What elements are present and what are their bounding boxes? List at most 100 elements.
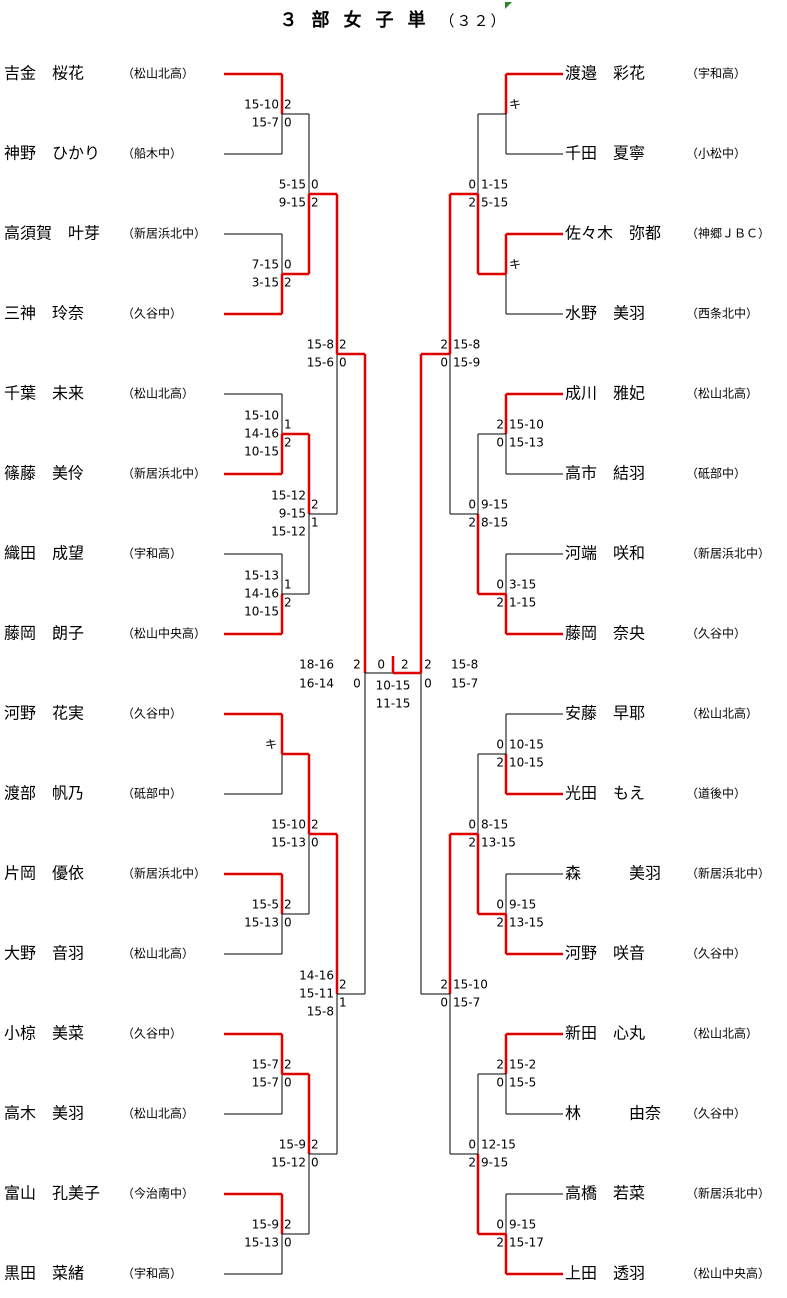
game-score: 15-7 [252,116,279,130]
player-team: （宇和高） [122,546,182,561]
player-name: 渡邉 彩花 [565,64,645,83]
game-score: 14-16 [244,427,279,441]
player-team: （新居浜北中） [122,866,206,881]
game-score: 10-15 [509,756,544,770]
game-score: 15-7 [252,1076,279,1090]
game-score: 15-13 [244,569,279,583]
set-count: 2 [284,1218,292,1232]
game-score: 15-13 [244,916,279,930]
set-count: 2 [339,978,347,992]
player-name: 篠藤 美伶 [4,464,84,483]
set-count: 2 [284,596,292,610]
game-score: 16-14 [299,677,334,691]
game-score: 15-10 [244,98,279,112]
game-score: 15-6 [307,356,334,370]
player-name: 片岡 優依 [4,864,84,883]
player-name: 河端 咲和 [565,544,645,563]
set-count: 2 [496,418,504,432]
set-count: 2 [424,658,432,672]
set-count: 2 [311,1138,319,1152]
set-count: 0 [440,996,448,1010]
player-name: 安藤 早耶 [565,704,645,723]
set-count: 0 [284,1236,292,1250]
set-count: 0 [440,356,448,370]
set-count: 0 [311,836,319,850]
set-count: 2 [284,98,292,112]
set-count: 2 [284,1058,292,1072]
game-score: 15-10 [509,418,544,432]
player-team: （新居浜北中） [122,466,206,481]
game-score: 15-13 [244,1236,279,1250]
set-count: 2 [496,1058,504,1072]
game-score: 15-7 [252,1058,279,1072]
player-team: （久谷中） [686,626,746,641]
game-score: 15-9 [252,1218,279,1232]
player-team: （松山北高） [122,1106,194,1121]
game-score: 15-5 [252,898,279,912]
player-name: 森 美羽 [565,864,661,883]
set-count: 0 [284,1076,292,1090]
game-score: 15-8 [307,1005,334,1019]
set-count: 1 [284,418,292,432]
player-team: （松山中央高） [122,626,206,641]
player-team: （今治南中） [122,1186,194,1201]
set-count: 2 [311,196,319,210]
game-score: 11-15 [376,697,411,711]
set-count: 0 [468,1138,476,1152]
player-team: （砥部中） [122,786,182,801]
game-score: 15-11 [299,987,334,1001]
set-count: 2 [468,1156,476,1170]
set-count: 0 [284,258,292,272]
set-count: 0 [284,916,292,930]
game-score: 10-15 [244,605,279,619]
set-count: 2 [401,658,409,672]
set-count: 0 [339,356,347,370]
player-team: （小松中） [686,146,746,161]
game-score: 15-9 [279,1138,306,1152]
player-name: 小椋 美菜 [4,1024,84,1043]
game-score: 3-15 [509,578,536,592]
game-score: 15-12 [271,489,306,503]
game-score: 15-17 [509,1236,544,1250]
game-score: 1-15 [481,178,508,192]
set-count: 1 [311,516,319,530]
set-count: 1 [339,996,347,1010]
game-score: 18-16 [299,658,334,672]
player-team: （久谷中） [122,306,182,321]
player-team: （新居浜北中） [686,866,770,881]
player-name: 新田 心丸 [565,1024,645,1043]
game-score: 15-13 [509,436,544,450]
set-count: 2 [496,916,504,930]
set-count: 2 [284,436,292,450]
game-score: 13-15 [481,836,516,850]
player-team: （松山北高） [122,386,194,401]
player-team: （新居浜北中） [686,1186,770,1201]
set-count: 2 [468,836,476,850]
set-count: 2 [284,898,292,912]
player-name: 神野 ひかり [4,144,100,163]
game-score: 15-10 [453,978,488,992]
player-team: （松山北高） [686,1026,758,1041]
set-count: 2 [353,658,361,672]
player-name: 千田 夏寧 [565,144,645,163]
player-name: 富山 孔美子 [4,1184,100,1203]
game-score: 8-15 [481,818,508,832]
set-count: 0 [496,1218,504,1232]
player-name: 藤岡 朗子 [4,624,84,643]
set-count: 2 [440,338,448,352]
game-score: 8-15 [481,516,508,530]
set-count: 0 [496,738,504,752]
corner-mark-icon [505,2,512,9]
game-score: 9-15 [481,1156,508,1170]
set-count: 0 [311,178,319,192]
set-count: 0 [377,658,385,672]
game-score: 15-8 [451,658,478,672]
title-sub: （３２） [439,12,508,30]
player-team: （久谷中） [686,946,746,961]
set-count: 0 [424,677,432,691]
game-score: 7-15 [252,258,279,272]
set-count: 0 [468,818,476,832]
game-score: 9-15 [279,196,306,210]
game-score: 15-13 [271,836,306,850]
player-name: 吉金 桜花 [4,64,84,83]
